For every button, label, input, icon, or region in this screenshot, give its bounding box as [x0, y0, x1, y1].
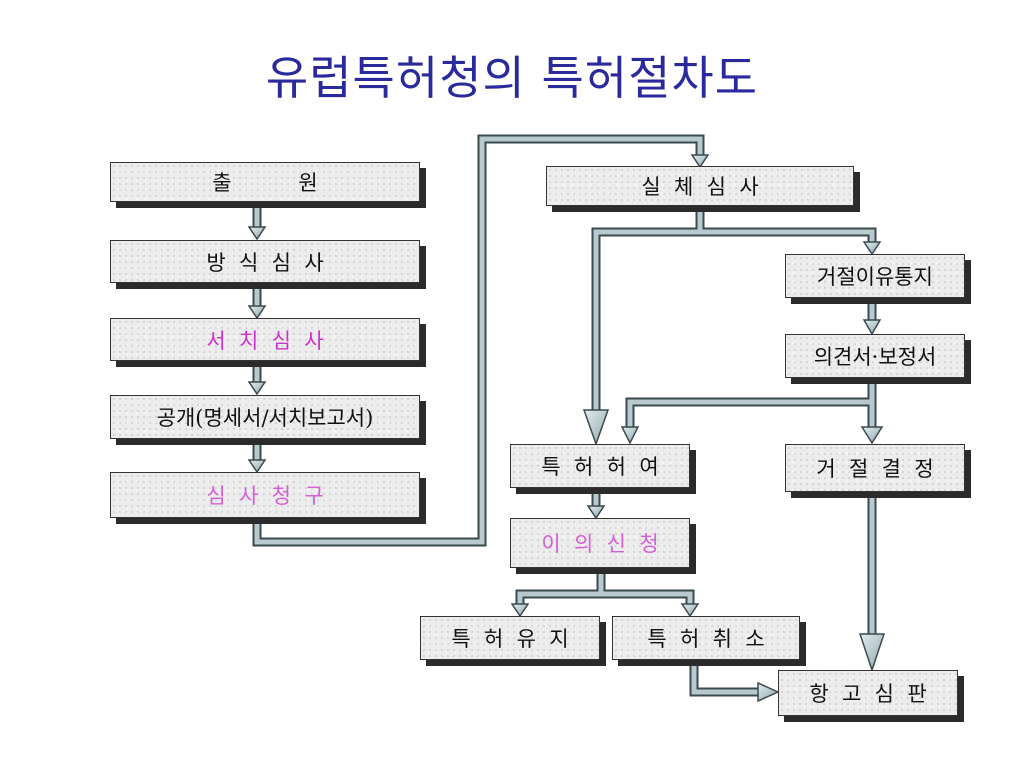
connector-opposition-split	[515, 568, 606, 606]
arrowhead-grant-left	[582, 409, 610, 447]
connector-substantive-split	[591, 206, 705, 418]
patent-grant-box: 특 허 허 여	[510, 444, 690, 488]
filing-box: 출 원	[110, 162, 420, 202]
arrowhead-request	[247, 459, 267, 474]
arrowhead-maintain	[510, 603, 530, 618]
opposition-box: 이 의 신 청	[510, 518, 690, 568]
formal-exam-box: 방 식 심 사	[110, 240, 420, 283]
publication-box: 공개(명세서/서치보고서)	[110, 395, 420, 439]
exam-request-box: 심 사 청 구	[110, 472, 420, 518]
refusal-decision-box: 거 절 결 정	[785, 444, 965, 492]
opinion-amendment-box: 의견서·보정서	[785, 334, 965, 378]
arrowhead-revoke	[680, 603, 700, 618]
arrowhead-substantive	[690, 154, 710, 169]
patent-revoke-box: 특 허 취 소	[612, 616, 800, 660]
rejection-notice-box: 거절이유통지	[785, 254, 965, 298]
arrowhead-grant-right	[620, 426, 640, 445]
page-title: 유럽특허청의 특허절차도	[265, 51, 759, 105]
appeal-trial-box: 항 고 심 판	[778, 670, 958, 716]
substantive-exam-box: 실 체 심 사	[546, 166, 854, 206]
arrowhead-rejection	[862, 241, 882, 256]
arrowhead-opinion	[862, 319, 882, 336]
connector-opinion-grant	[625, 397, 872, 429]
connector-revoke-appeal	[689, 660, 760, 697]
arrowhead-opposition	[586, 505, 606, 520]
arrowhead-formal	[247, 226, 267, 241]
arrowhead-appeal-top	[858, 633, 886, 673]
arrowhead-appeal-left	[757, 681, 780, 703]
arrowhead-publication	[247, 381, 267, 396]
arrowhead-search	[247, 305, 267, 320]
search-exam-box: 서 치 심 사	[110, 318, 420, 361]
arrowhead-refusal	[860, 426, 884, 445]
patent-maintain-box: 특 허 유 지	[420, 616, 600, 660]
